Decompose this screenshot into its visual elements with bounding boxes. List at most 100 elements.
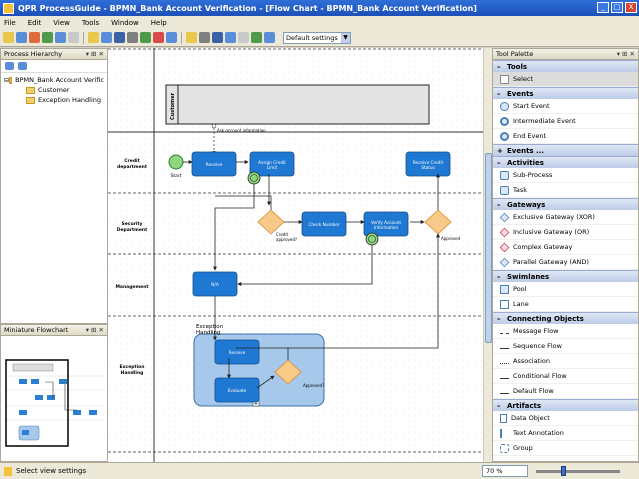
- palette-item[interactable]: Sequence Flow: [493, 339, 638, 354]
- palette-item[interactable]: Intermediate Event: [493, 114, 638, 129]
- menu-tools[interactable]: Tools: [81, 18, 100, 27]
- view-settings-select[interactable]: Default settings ▼: [283, 31, 351, 44]
- palette-category[interactable]: Swimlanes: [493, 270, 638, 283]
- palette-item[interactable]: Data Object: [493, 411, 638, 426]
- toolbar-button-icon[interactable]: [55, 32, 66, 43]
- maximize-button[interactable]: □: [611, 2, 623, 13]
- palette-category[interactable]: Gateways: [493, 198, 638, 211]
- toolbar-button-icon[interactable]: [225, 32, 236, 43]
- task-box[interactable]: [249, 151, 295, 177]
- tree-item-customer[interactable]: Customer: [4, 85, 104, 95]
- palette-item[interactable]: Exclusive Gateway (XOR): [493, 210, 638, 225]
- toolbar-button-icon[interactable]: [3, 32, 14, 43]
- miniature-flowchart-header: Miniature Flowchart ▾ ⊞ ✕: [1, 325, 107, 336]
- back-icon[interactable]: [5, 62, 14, 70]
- lane-label-management: Management: [115, 284, 149, 290]
- palette-item-label: Lane: [513, 300, 529, 308]
- palette-item[interactable]: Inclusive Gateway (OR): [493, 225, 638, 240]
- zoom-slider[interactable]: [536, 466, 620, 476]
- palette-category[interactable]: Events ...: [493, 144, 638, 157]
- palette-item-label: Message Flow: [513, 327, 559, 335]
- toolbar-button-icon[interactable]: [101, 32, 112, 43]
- palette-item[interactable]: End Event: [493, 129, 638, 144]
- toolbar-button-icon[interactable]: [16, 32, 27, 43]
- zoom-slider-knob[interactable]: [561, 466, 567, 476]
- miniature-flowchart-title: Miniature Flowchart: [4, 326, 69, 334]
- toolbar-button-icon[interactable]: [127, 32, 138, 43]
- palette-item[interactable]: Group: [493, 441, 638, 456]
- palette-item[interactable]: Task: [493, 183, 638, 198]
- task-box[interactable]: [214, 377, 260, 403]
- toolbar-button-icon[interactable]: [251, 32, 262, 43]
- view-settings-value: Default settings: [286, 33, 338, 42]
- association-icon: [500, 362, 509, 364]
- palette-category[interactable]: Tools: [493, 60, 638, 73]
- palette-item[interactable]: Pool: [493, 282, 638, 297]
- hierarchy-tree: ⊟ BPMN_Bank Account Verific Customer Exc…: [1, 73, 107, 107]
- palette-item[interactable]: Complex Gateway: [493, 240, 638, 255]
- palette-item[interactable]: Select: [493, 72, 638, 87]
- menu-edit[interactable]: Edit: [27, 18, 42, 27]
- palette-item[interactable]: Start Event: [493, 99, 638, 114]
- menu-file[interactable]: File: [4, 18, 16, 27]
- panel-controls[interactable]: ▾ ⊞ ✕: [85, 326, 104, 334]
- task-box[interactable]: [363, 211, 409, 237]
- chevron-down-icon[interactable]: ▼: [341, 32, 350, 43]
- toolbar-button-icon[interactable]: [166, 32, 177, 43]
- toolbar-button-icon[interactable]: [140, 32, 151, 43]
- window-title: QPR ProcessGuide - BPMN_Bank Account Ver…: [18, 3, 477, 13]
- collapse-icon[interactable]: ⊟: [4, 76, 10, 84]
- end-event-icon: [500, 131, 509, 141]
- palette-item[interactable]: Association: [493, 354, 638, 369]
- zoom-select[interactable]: 70 %: [482, 465, 528, 477]
- toolbar-button-icon[interactable]: [186, 32, 197, 43]
- intermediate-event-icon: [500, 116, 509, 126]
- palette-item[interactable]: Lane: [493, 297, 638, 312]
- minimize-button[interactable]: _: [597, 2, 609, 13]
- toolbar-button-icon[interactable]: [238, 32, 249, 43]
- toolbar-button-icon[interactable]: [88, 32, 99, 43]
- task-box[interactable]: [214, 339, 260, 365]
- palette-item-label: Default Flow: [513, 387, 554, 395]
- palette-category[interactable]: Artifacts: [493, 399, 638, 412]
- menu-view[interactable]: View: [53, 18, 70, 27]
- palette-item[interactable]: Sub-Process: [493, 168, 638, 183]
- toolbar-button-icon[interactable]: [114, 32, 125, 43]
- task-box[interactable]: [191, 151, 237, 177]
- menu-help[interactable]: Help: [150, 18, 167, 27]
- close-button[interactable]: X: [625, 2, 637, 13]
- tree-item-root[interactable]: ⊟ BPMN_Bank Account Verific: [4, 75, 104, 85]
- toolbar-button-icon[interactable]: [29, 32, 40, 43]
- palette-category[interactable]: Connecting Objects: [493, 312, 638, 325]
- palette-item-label: Sub-Process: [513, 171, 553, 179]
- task-box[interactable]: [301, 211, 347, 237]
- palette-item[interactable]: Parallel Gateway (AND): [493, 255, 638, 270]
- palette-category[interactable]: Events: [493, 87, 638, 100]
- toolbar-button-icon[interactable]: [212, 32, 223, 43]
- toolbar-button-icon[interactable]: [153, 32, 164, 43]
- palette-item[interactable]: Text Annotation: [493, 426, 638, 441]
- toolbar-button-icon[interactable]: [264, 32, 275, 43]
- forward-icon[interactable]: [18, 62, 27, 70]
- palette-category[interactable]: Activities: [493, 156, 638, 169]
- toolbar-button-icon[interactable]: [199, 32, 210, 43]
- palette-item[interactable]: Message Flow: [493, 324, 638, 339]
- toolbar-button-icon[interactable]: [68, 32, 79, 43]
- panel-controls[interactable]: ▾ ⊞ ✕: [616, 50, 635, 58]
- palette-item[interactable]: Conditional Flow: [493, 369, 638, 384]
- menu-window[interactable]: Window: [111, 18, 139, 27]
- panel-controls[interactable]: ▾ ⊞ ✕: [85, 50, 104, 58]
- palette-item[interactable]: Default Flow: [493, 384, 638, 399]
- tree-item-exception-handling[interactable]: Exception Handling: [4, 95, 104, 105]
- toolbar-button-icon[interactable]: [42, 32, 53, 43]
- canvas-vertical-scrollbar[interactable]: [483, 48, 492, 462]
- scrollbar-thumb[interactable]: [485, 153, 492, 343]
- miniature-canvas[interactable]: [5, 340, 105, 458]
- task-box[interactable]: [405, 151, 451, 177]
- xor-gateway-icon: [499, 212, 510, 222]
